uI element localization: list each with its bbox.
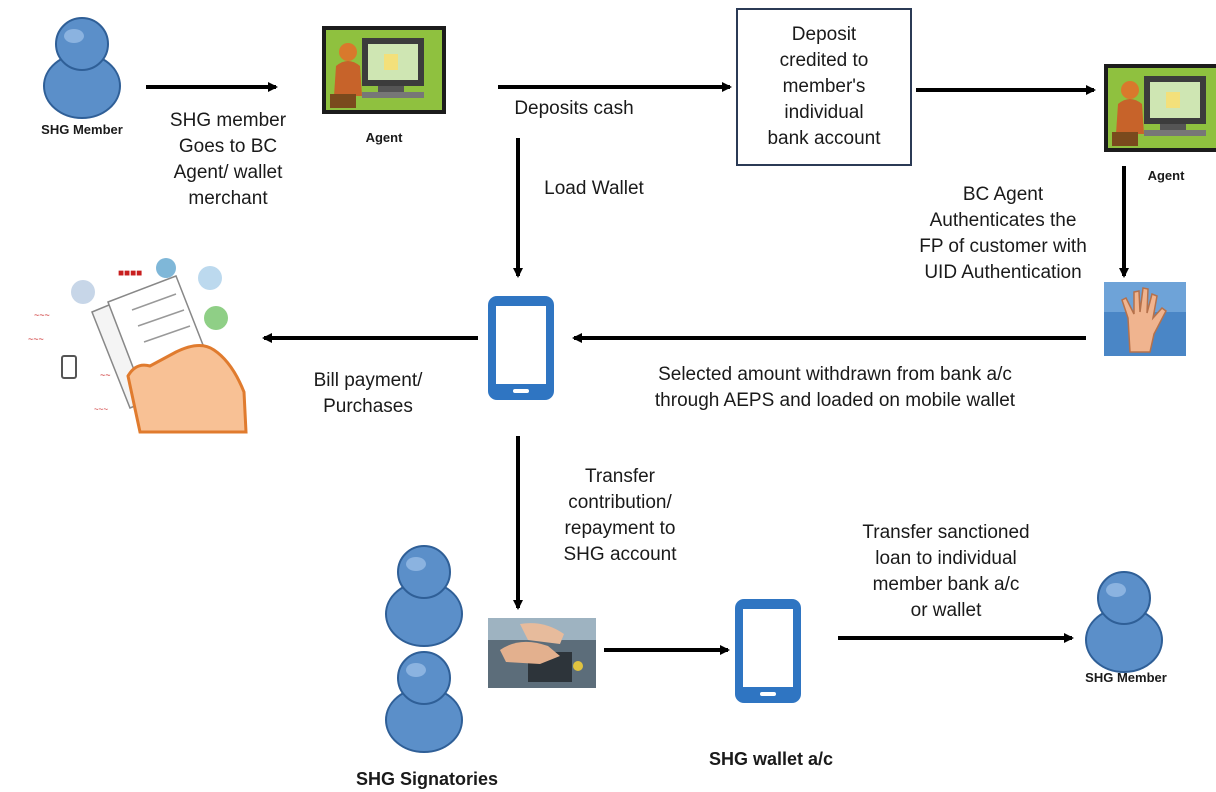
bc-authentication-label: BC Agent Authenticates the FP of custome… [919, 184, 1087, 283]
atm-keypad-icon [488, 618, 596, 688]
mobile-phone-icon [488, 296, 554, 400]
shg-signatory-icon [385, 545, 463, 647]
fingerprint-hand-icon [1104, 282, 1186, 356]
goes-to-agent-label: SHG member Goes to BC Agent/ wallet merc… [169, 110, 287, 209]
svg-text:~~~: ~~~ [34, 310, 50, 320]
deposit-credited-box: Deposit credited to member's individual … [736, 8, 912, 166]
deposit-credited-label: Deposit credited to member's individual … [767, 24, 881, 149]
bill-payment-label: Bill payment/ Purchases [313, 370, 423, 417]
svg-text:~~~: ~~~ [94, 405, 108, 414]
agent-top-icon [322, 26, 446, 114]
transfer-loan-label: Transfer sanctioned loan to individual m… [862, 522, 1030, 621]
svg-text:■■■■: ■■■■ [118, 268, 142, 279]
withdrawn-label: Selected amount withdrawn from bank a/c … [654, 364, 1016, 411]
load-wallet-label: Load Wallet [544, 178, 644, 199]
shg-signatory-icon [385, 651, 463, 753]
shg-wallet-label: SHG wallet a/c [708, 749, 834, 769]
svg-text:~~~: ~~~ [28, 334, 44, 344]
shg-member-bottom-label: SHG Member [1085, 670, 1167, 685]
agent-top-label: Agent [365, 130, 403, 145]
shg-member-left-icon [43, 17, 121, 119]
shg-signatories-label: SHG Signatories [355, 769, 499, 789]
shg-wallet-phone-icon [735, 599, 801, 703]
deposits-cash-label: Deposits cash [514, 98, 634, 119]
shg-member-left-label: SHG Member [41, 122, 123, 137]
svg-text:~~: ~~ [100, 370, 111, 380]
bill-payment-icon: ■■■■ ~~~ ~~~ ~~ ~~~ [28, 258, 248, 434]
shg-member-bottom-icon [1085, 571, 1163, 673]
transfer-contribution-label: Transfer contribution/ repayment to SHG … [563, 466, 677, 565]
agent-right-icon [1104, 64, 1216, 152]
agent-right-label: Agent [1147, 168, 1185, 183]
